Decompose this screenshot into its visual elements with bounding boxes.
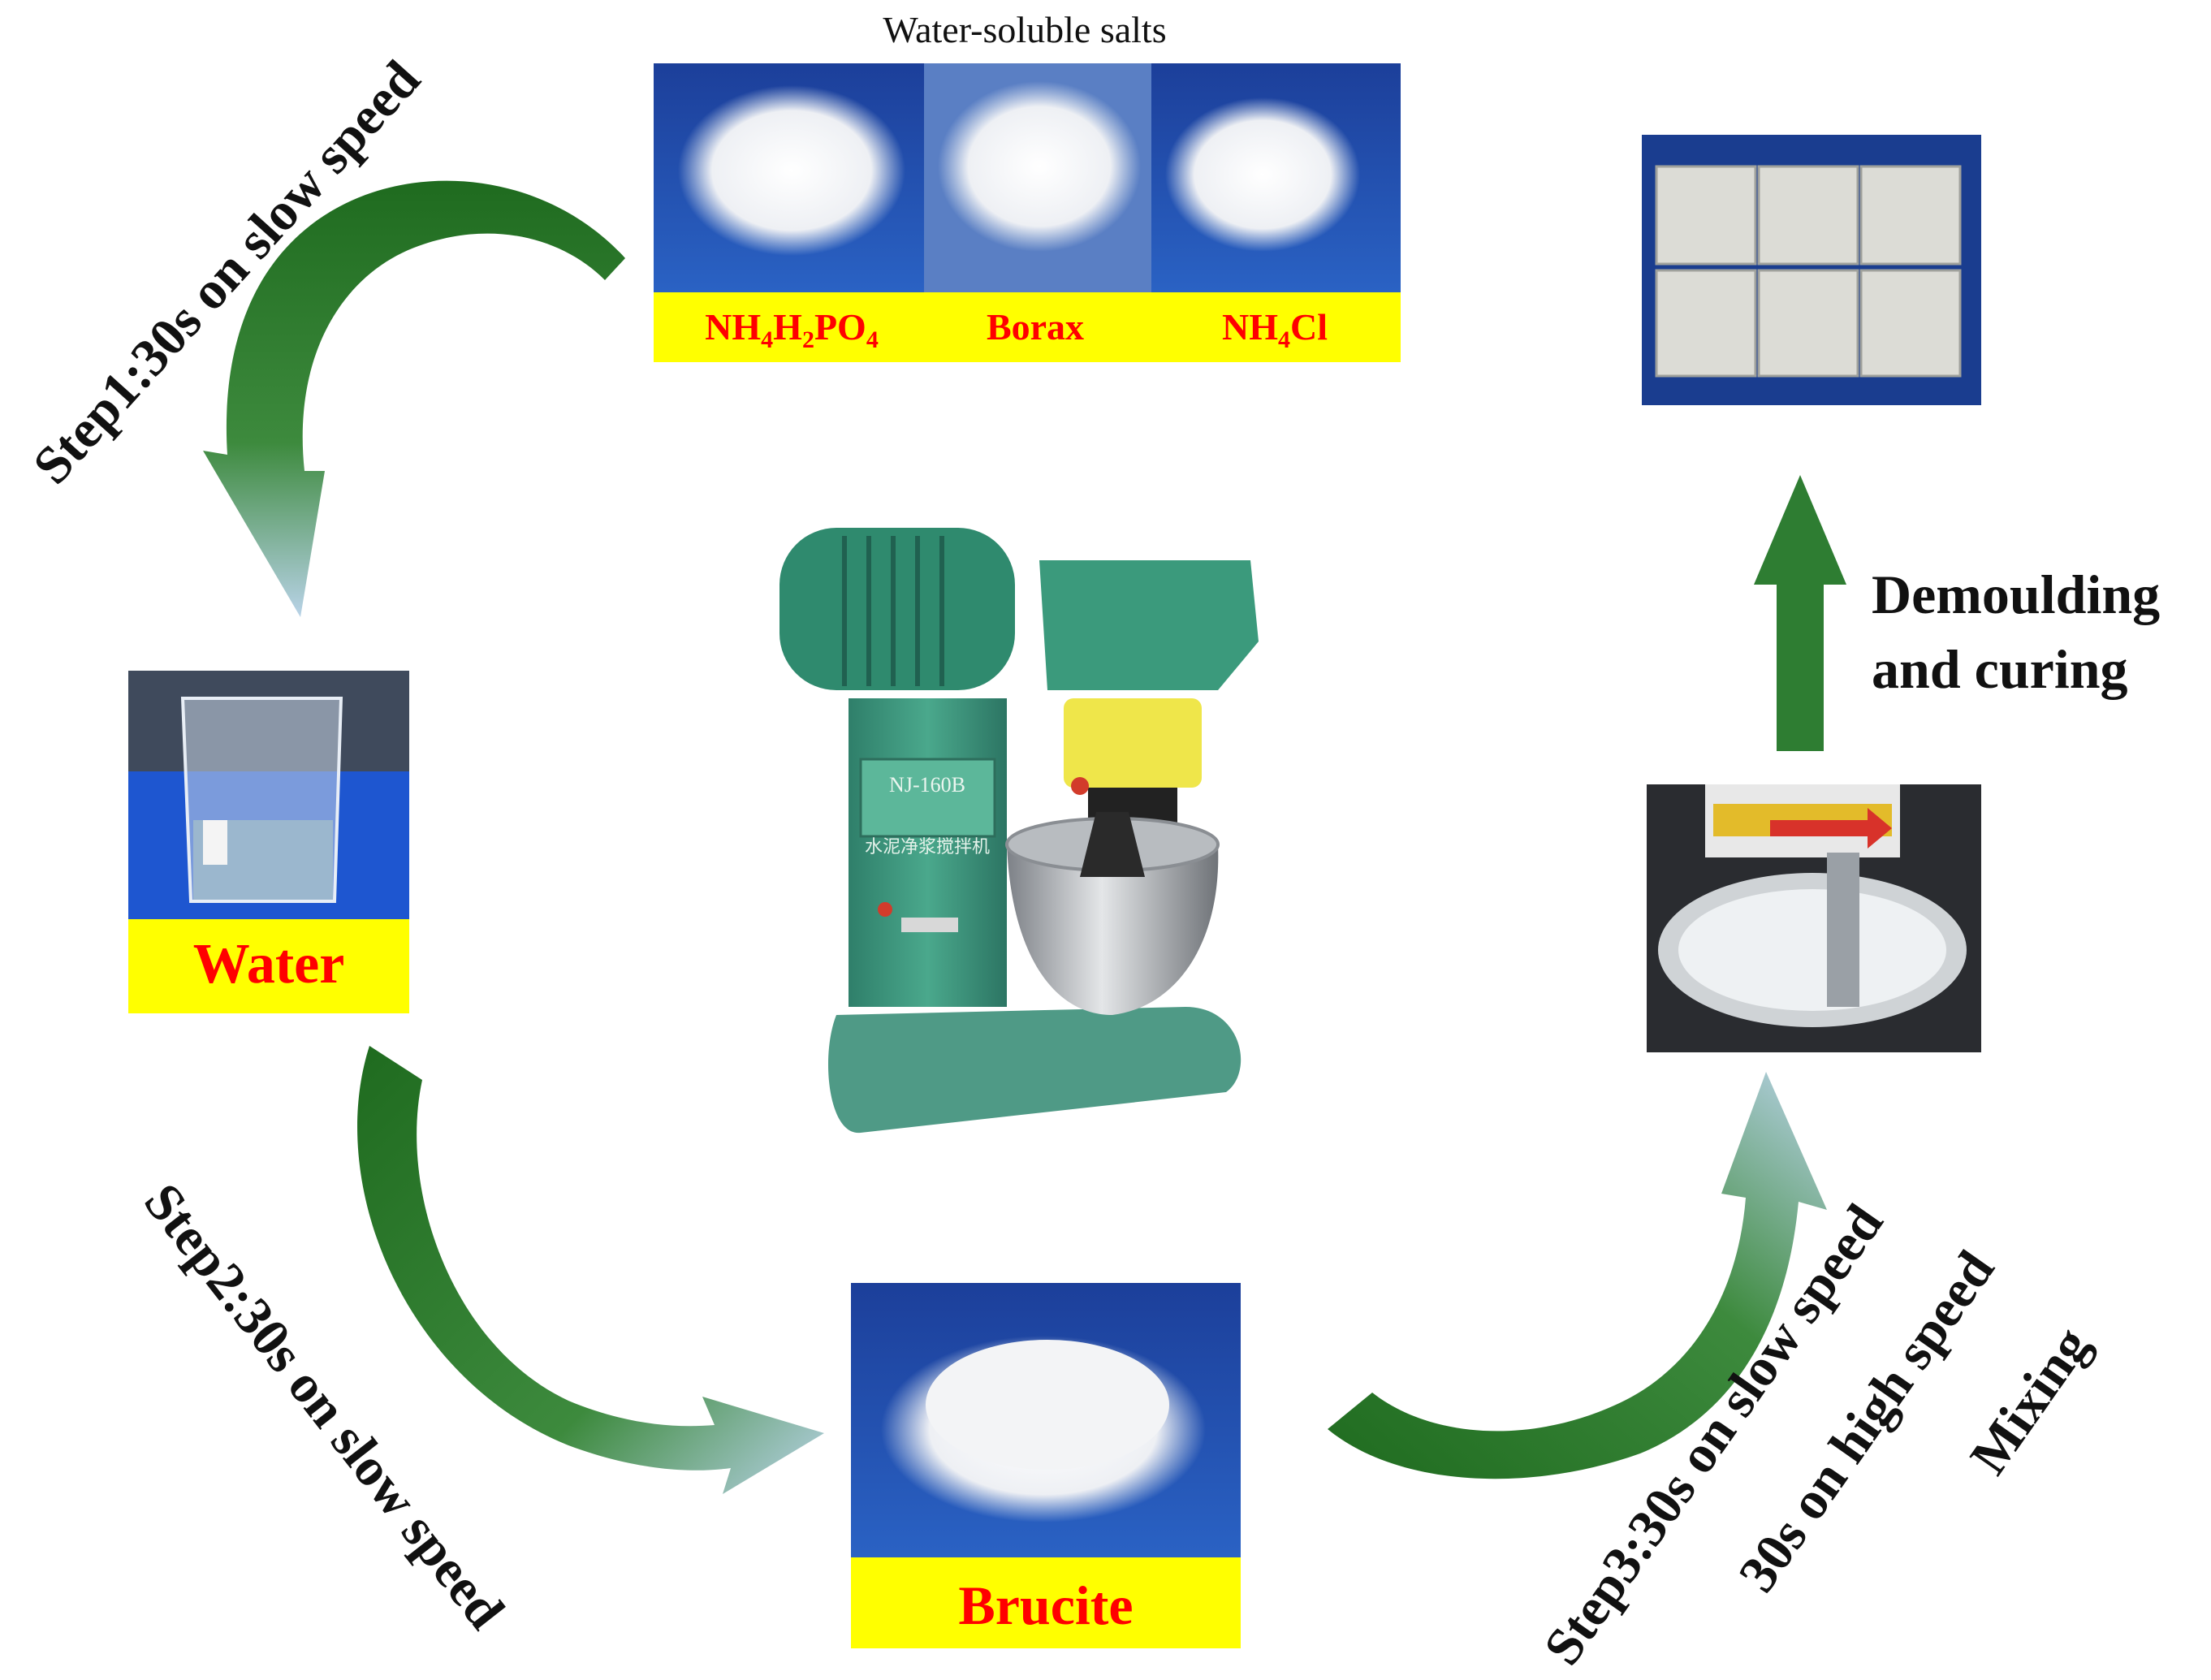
mixing-photo bbox=[1647, 784, 1981, 1052]
curing-line2: and curing bbox=[1872, 638, 2128, 700]
arrow-step2 bbox=[357, 1046, 824, 1494]
salts-label-bar bbox=[654, 292, 1401, 362]
step2-label: Step2:30s on slow speed bbox=[132, 1173, 516, 1639]
water-label: Water bbox=[193, 933, 345, 995]
arrow-step3 bbox=[1328, 1072, 1827, 1479]
brucite-label-bar bbox=[851, 1557, 1241, 1648]
water-label-bar bbox=[128, 919, 409, 1013]
curing-line1: Demoulding bbox=[1872, 564, 2160, 625]
salt-label-nh4cl: NH4Cl bbox=[1222, 306, 1328, 353]
arrow-demoulding bbox=[1754, 475, 1846, 751]
salts-heading: Water-soluble salts bbox=[883, 9, 1166, 50]
step3-line3: Mixing bbox=[1958, 1317, 2101, 1485]
salt-label-nh4h2po4: NH4H2PO4 bbox=[705, 306, 879, 353]
arrow-step1 bbox=[203, 180, 625, 618]
brucite-photo bbox=[851, 1283, 1241, 1557]
mixer-machine: NJ-160B 水泥净浆搅拌机 bbox=[779, 528, 1259, 1134]
mixer-plate: NJ-160B bbox=[889, 773, 965, 797]
brucite-label: Brucite bbox=[958, 1574, 1133, 1636]
mixer-body-text: 水泥净浆搅拌机 bbox=[865, 837, 990, 857]
water-photo bbox=[128, 671, 409, 919]
salt-label-borax: Borax bbox=[987, 306, 1084, 348]
salts-photo bbox=[654, 63, 1401, 292]
cubes-photo bbox=[1642, 135, 1981, 405]
